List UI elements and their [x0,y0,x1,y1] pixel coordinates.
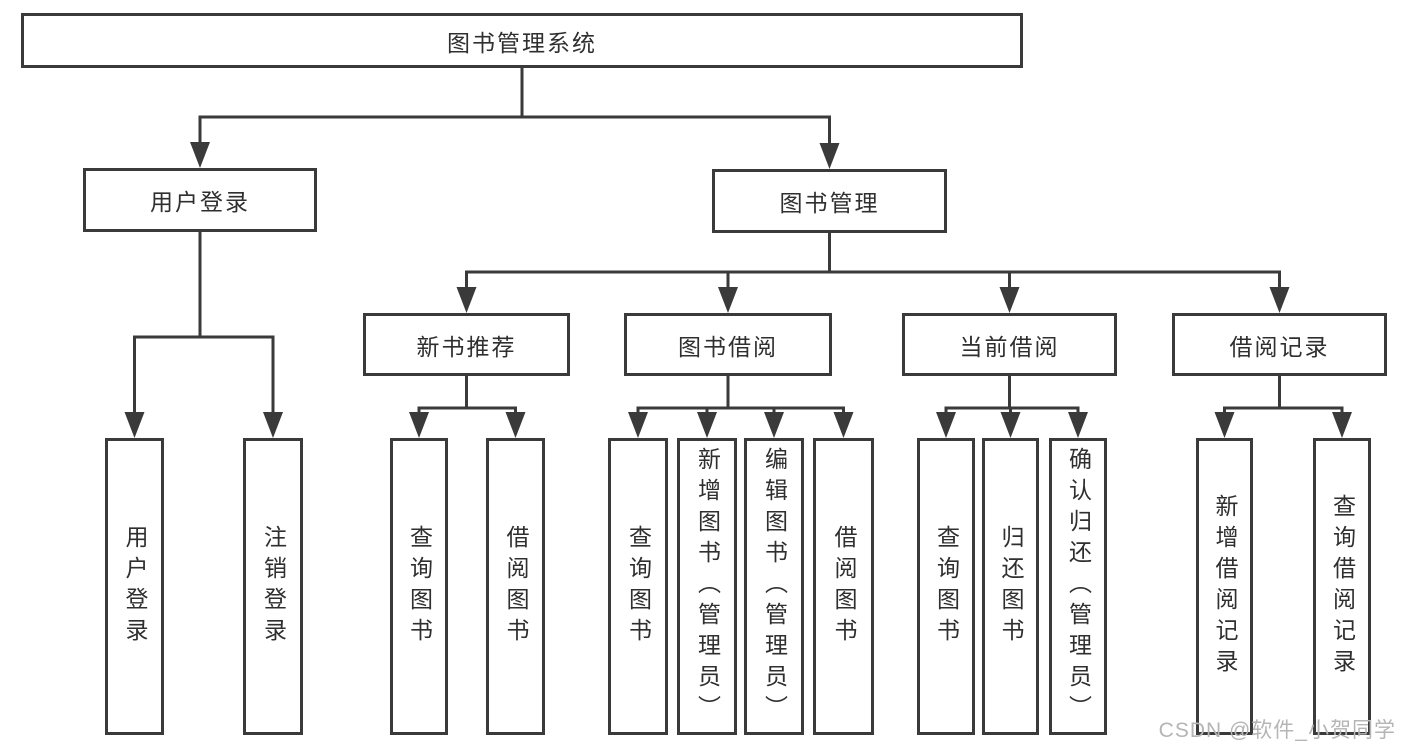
leaf-borrowing-query-books: 查询图书 [608,438,668,735]
leaf-current-confirm-return-admin: 确认归还（管理员） [1049,438,1107,735]
node-borrow-records: 借阅记录 [1172,313,1387,376]
leaf-user-login: 用户登录 [105,438,164,735]
node-book-borrowing: 图书借阅 [624,313,832,376]
node-current-borrowing: 当前借阅 [902,313,1117,376]
connector-root-to-level2 [198,68,831,151]
leaf-borrowing-borrow-books: 借阅图书 [813,438,874,735]
connector-bookmgmt-to-level3 [465,233,1281,295]
watermark: CSDN @软件_小贺同学 [1158,719,1396,742]
leaf-newbook-query-books: 查询图书 [390,438,448,735]
leaf-records-add-borrow-record: 新增借阅记录 [1196,438,1253,735]
connector-newbook-to-leaves [417,376,517,420]
leaf-records-query-borrow-record: 查询借阅记录 [1313,438,1371,735]
node-new-book-recommend: 新书推荐 [363,313,570,376]
connector-records-to-leaves [1223,376,1344,420]
node-book-management: 图书管理 [712,169,947,233]
connector-borrowing-to-leaves [636,376,845,420]
leaf-borrowing-add-books-admin: 新增图书（管理员） [677,438,737,735]
node-user-login: 用户登录 [83,168,317,232]
leaf-borrowing-edit-books-admin: 编辑图书（管理员） [744,438,804,735]
node-library-system: 图书管理系统 [21,13,1023,68]
connector-current-to-leaves [944,376,1080,420]
leaf-current-query-books: 查询图书 [917,438,975,735]
leaf-newbook-borrow-books: 借阅图书 [486,438,545,735]
leaf-logout: 注销登录 [243,438,303,735]
connector-userlogin-to-leaves [133,232,275,420]
leaf-current-return-books: 归还图书 [982,438,1039,735]
